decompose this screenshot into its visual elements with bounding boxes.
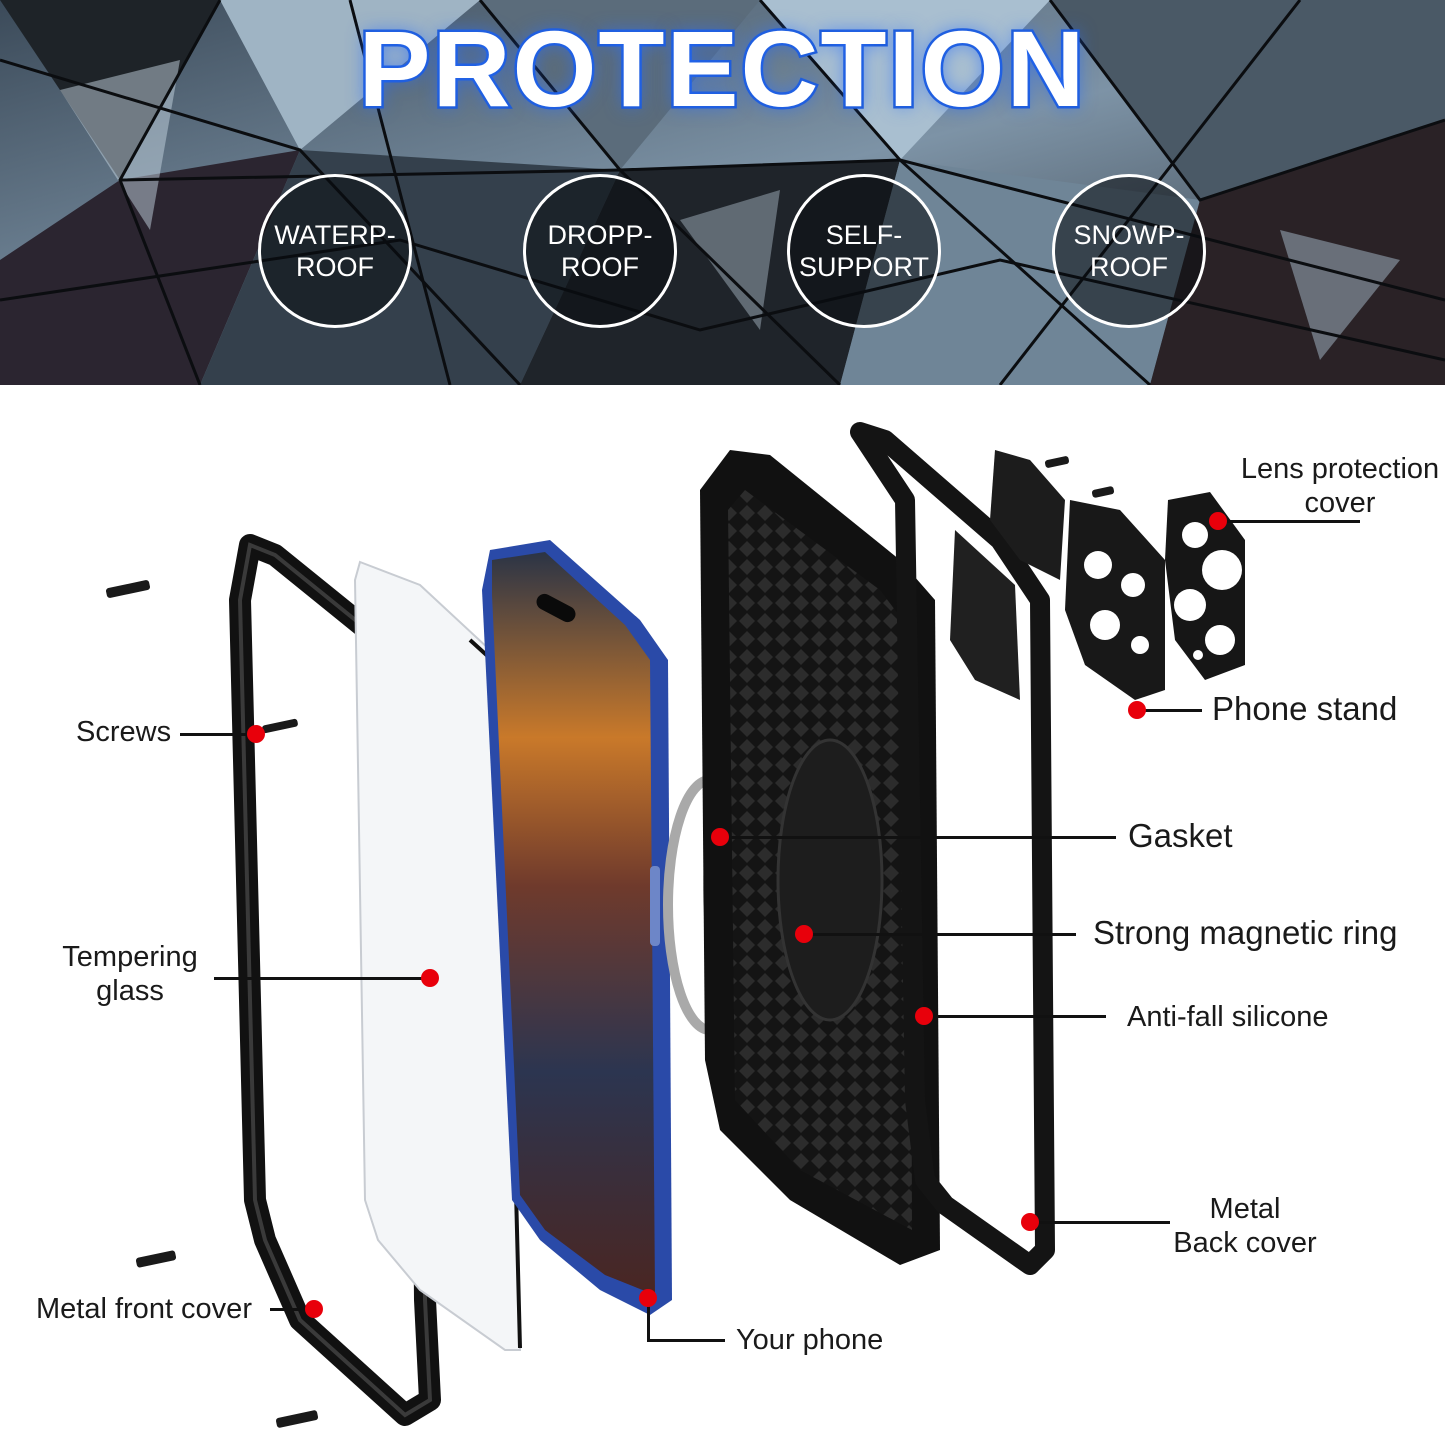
feature-waterproof-line1: WATERP- xyxy=(274,220,396,250)
feature-dropproof-line2: ROOF xyxy=(560,252,639,282)
label-lens-line2: cover xyxy=(1304,487,1376,519)
callout-line-ring xyxy=(804,933,1076,936)
feature-waterproof-line2: ROOF xyxy=(296,252,374,282)
callout-dot-front xyxy=(305,1300,323,1318)
page-title: PROTECTION xyxy=(356,6,1087,132)
screw-icon xyxy=(105,456,1115,1428)
label-lens-line1: Lens protection xyxy=(1240,453,1440,485)
label-metal-back-cover: Metal Back cover xyxy=(1160,1192,1330,1260)
label-back-line1: Metal xyxy=(1209,1193,1281,1225)
label-screws: Screws xyxy=(76,716,172,748)
callout-dot-glass xyxy=(421,969,439,987)
phone-stand xyxy=(990,450,1165,700)
callout-dot-silicone xyxy=(915,1007,933,1025)
callout-line-front xyxy=(270,1308,314,1311)
callout-line-silicone xyxy=(924,1015,1106,1018)
callout-line-glass xyxy=(214,977,430,980)
label-back-line2: Back cover xyxy=(1173,1227,1317,1259)
phone xyxy=(482,540,672,1315)
label-anti-fall-silicone: Anti-fall silicone xyxy=(1127,1001,1329,1033)
feature-snowproof-line2: ROOF xyxy=(1090,252,1168,282)
callout-line-phone-h xyxy=(647,1339,725,1342)
callout-line-gasket xyxy=(720,836,1116,839)
label-tempering-line2: glass xyxy=(96,975,164,1007)
callout-dot-gasket xyxy=(711,828,729,846)
label-metal-front-cover: Metal front cover xyxy=(36,1293,252,1325)
feature-snowproof: SNOWP-ROOF xyxy=(1052,174,1206,328)
tempering-glass xyxy=(353,560,522,1351)
feature-snowproof-line1: SNOWP- xyxy=(1073,220,1185,250)
label-your-phone: Your phone xyxy=(736,1324,884,1356)
lens-protection-cover xyxy=(1165,492,1245,680)
anti-fall-silicone-case xyxy=(700,450,940,1265)
callout-line-screws xyxy=(180,733,256,736)
feature-dropproof: DROPP-ROOF xyxy=(523,174,677,328)
banner: PROTECTION WATERP-ROOF DROPP-ROOF SELF-S… xyxy=(0,0,1445,385)
feature-self-support: SELF-SUPPORT xyxy=(787,174,941,328)
exploded-case-diagram xyxy=(105,422,1245,1428)
label-gasket: Gasket xyxy=(1128,817,1233,854)
label-magnetic-ring: Strong magnetic ring xyxy=(1093,914,1398,951)
label-phone-stand: Phone stand xyxy=(1212,690,1398,727)
feature-dropproof-line1: DROPP- xyxy=(547,220,653,250)
callout-dot-back xyxy=(1021,1213,1039,1231)
feature-self-support-line2: SUPPORT xyxy=(798,252,930,282)
callout-line-phone-v xyxy=(647,1298,650,1342)
callout-dot-stand xyxy=(1128,701,1146,719)
callout-dot-phone xyxy=(639,1289,657,1307)
callout-line-back xyxy=(1030,1221,1170,1224)
callout-dot-ring xyxy=(795,925,813,943)
metal-back-cover xyxy=(850,422,1055,1275)
label-tempering-glass: Tempering glass xyxy=(40,940,220,1008)
feature-self-support-line1: SELF- xyxy=(825,220,903,250)
label-tempering-line1: Tempering xyxy=(62,941,198,973)
feature-waterproof: WATERP-ROOF xyxy=(258,174,412,328)
callout-line-stand xyxy=(1138,709,1202,712)
label-lens-protection: Lens protection cover xyxy=(1240,452,1440,520)
callout-line-lens xyxy=(1222,520,1360,523)
callout-dot-screws xyxy=(247,725,265,743)
callout-dot-lens xyxy=(1209,512,1227,530)
